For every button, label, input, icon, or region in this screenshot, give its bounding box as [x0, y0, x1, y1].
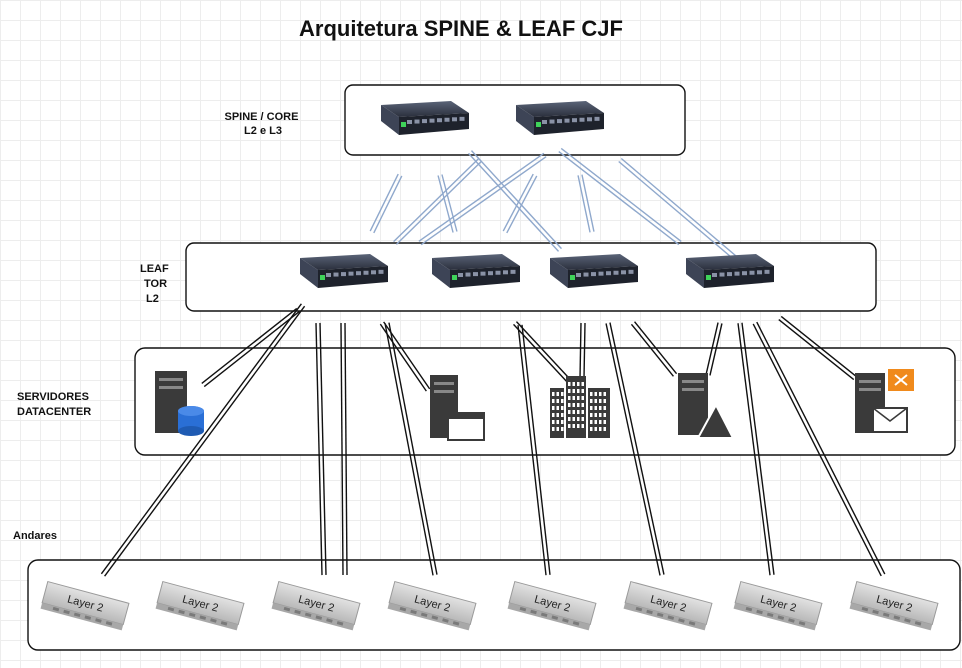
layer2-switch: Layer 2 [623, 580, 713, 631]
layer2-switch: Layer 2 [849, 580, 939, 631]
servers-group-box [134, 347, 956, 456]
leaf-switch-2 [432, 254, 520, 288]
layer2-switch: Layer 2 [155, 580, 245, 631]
application-server-icon [430, 375, 485, 441]
spine-leaf-links [369, 147, 742, 265]
leaf-switch-3 [550, 254, 638, 288]
database-server-icon [155, 371, 204, 436]
leaf-switches [300, 254, 774, 288]
spine-label: SPINE / CORE L2 e L3 [224, 111, 301, 137]
leaf-switch-1 [300, 254, 388, 288]
mail-server-icon [855, 369, 914, 433]
layer2-switch: Layer 2 [40, 580, 130, 631]
leaf-label: LEAF TOR L2 [140, 263, 172, 305]
servers-label: SERVIDORES DATACENTER [17, 391, 92, 418]
layer2-switches: Layer 2 Layer 2 Layer 2 Layer 2 Layer 2 Layer… [40, 580, 939, 631]
leaf-switch-4 [686, 254, 774, 288]
layer2-switch: Layer 2 [733, 580, 823, 631]
floors-group-box [27, 559, 961, 651]
spine-switches [381, 101, 604, 135]
layer2-switch: Layer 2 [507, 580, 597, 631]
layer2-switch: Layer 2 [271, 580, 361, 631]
floors-label: Andares [13, 530, 57, 542]
diagram-title: Arquitetura SPINE & LEAF CJF [299, 16, 623, 41]
storage-server-icon [678, 373, 735, 439]
layer2-switch: Layer 2 [387, 580, 477, 631]
leaf-access-links [100, 303, 886, 577]
spine-switch-1 [381, 101, 469, 135]
spine-switch-2 [516, 101, 604, 135]
server-rack-icon [550, 376, 610, 438]
